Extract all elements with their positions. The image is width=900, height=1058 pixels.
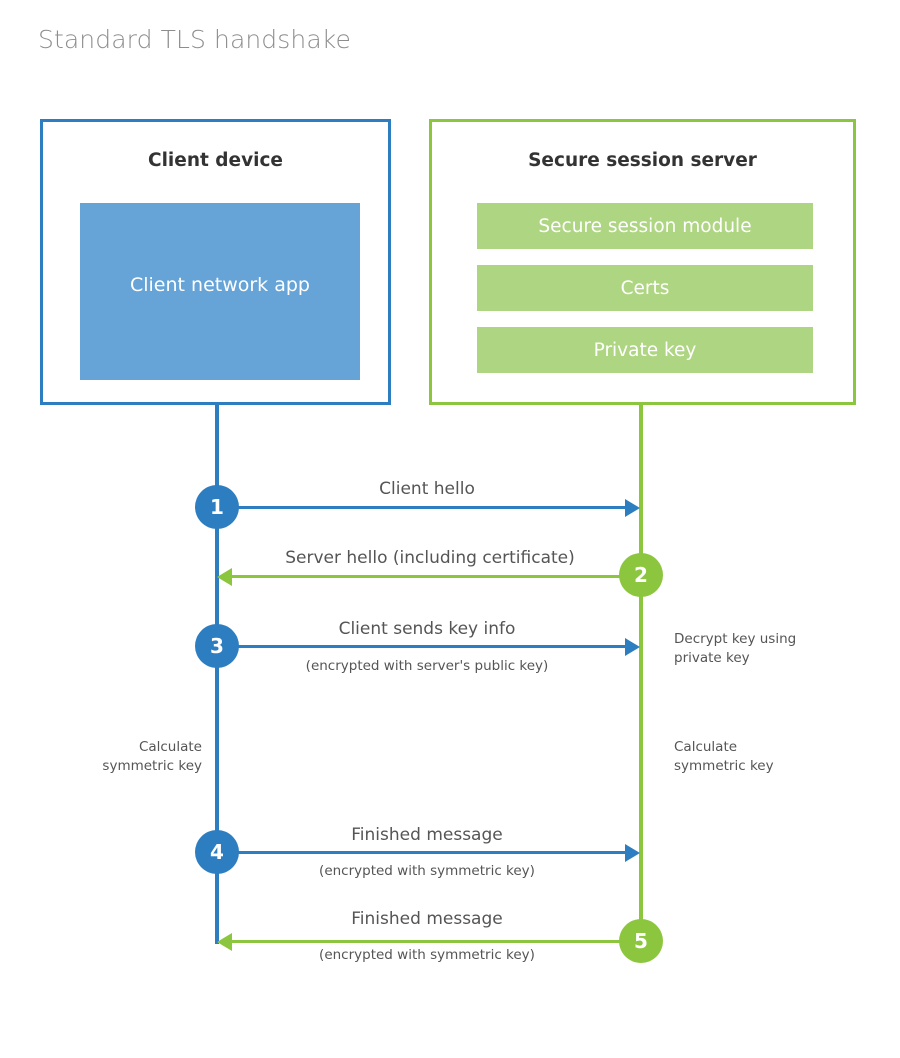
client-lifeline — [215, 405, 219, 944]
step-3-badge: 3 — [195, 624, 239, 668]
step-4-arrow-head-icon — [625, 843, 640, 862]
page-title: Standard TLS handshake — [38, 25, 351, 54]
step-2-number: 2 — [634, 563, 648, 587]
step-3-arrow-head-icon — [625, 637, 640, 656]
step-3-arrow-line — [227, 645, 633, 648]
client-calculate-note: Calculate symmetric key — [102, 739, 202, 775]
step-4-number: 4 — [210, 840, 224, 864]
step-3-secondary-label: (encrypted with server's public key) — [305, 658, 549, 674]
secure-session-module-block: Secure session module — [477, 203, 813, 249]
secure-session-server-title: Secure session server — [528, 150, 757, 171]
step-1-arrow-head-icon — [625, 498, 640, 517]
step-5-arrow-line — [232, 940, 633, 943]
step-3-number: 3 — [210, 634, 224, 658]
private-key-block: Private key — [477, 327, 813, 373]
step-1-badge: 1 — [195, 485, 239, 529]
private-key-label: Private key — [593, 339, 697, 361]
step-2-arrow-line — [232, 575, 633, 578]
server-calculate-note: Calculate symmetric key — [674, 739, 774, 775]
step-1-arrow-line — [217, 506, 633, 509]
secure-session-module-label: Secure session module — [538, 215, 752, 237]
step-5-number: 5 — [634, 929, 648, 953]
step-3-primary-label: Client sends key info — [338, 619, 516, 639]
step-2-primary-label: Server hello (including certificate) — [285, 548, 575, 568]
step-4-secondary-label: (encrypted with symmetric key) — [319, 863, 535, 879]
server-lifeline — [639, 405, 643, 942]
step-1-primary-label: Client hello — [379, 479, 475, 499]
step-2-badge: 2 — [619, 553, 663, 597]
step-4-badge: 4 — [195, 830, 239, 874]
certs-block: Certs — [477, 265, 813, 311]
step-1-number: 1 — [210, 495, 224, 519]
client-device-box: Client device Client network app — [40, 119, 391, 405]
step-4-arrow-line — [227, 851, 633, 854]
step-5-secondary-label: (encrypted with symmetric key) — [319, 947, 535, 963]
step-2-arrow-head-icon — [217, 567, 232, 586]
step-5-arrow-head-icon — [217, 932, 232, 951]
step-4-primary-label: Finished message — [351, 825, 503, 845]
step-5-primary-label: Finished message — [351, 909, 503, 929]
client-network-app-label: Client network app — [129, 273, 310, 296]
client-network-app-block: Client network app — [80, 203, 360, 380]
step-5-badge: 5 — [619, 919, 663, 963]
server-decrypt-note: Decrypt key using private key — [674, 631, 797, 667]
client-device-title: Client device — [148, 150, 283, 171]
certs-label: Certs — [620, 277, 670, 299]
secure-session-server-box: Secure session server Secure session mod… — [429, 119, 856, 405]
